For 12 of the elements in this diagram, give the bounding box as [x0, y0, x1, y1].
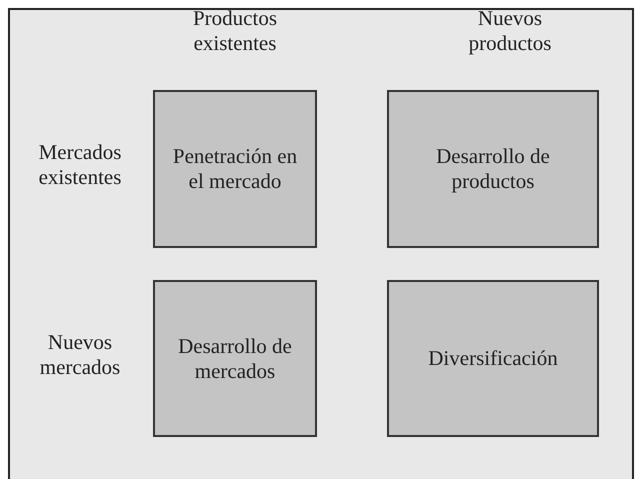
- strategy-label: Diversificación: [428, 346, 558, 371]
- strategy-label: Desarrollo de productos: [435, 144, 551, 194]
- strategy-box: [387, 90, 599, 248]
- strategy-label: Desarrollo de mercados: [177, 334, 293, 384]
- column-header: Nuevos productos: [468, 6, 552, 56]
- column-header: Productos existentes: [192, 6, 278, 56]
- row-header: Nuevos mercados: [38, 330, 122, 380]
- row-header: Mercados existentes: [38, 140, 122, 190]
- strategy-box: [153, 90, 317, 248]
- strategy-label: Penetración en el mercado: [172, 144, 298, 194]
- strategy-box: [387, 280, 599, 437]
- strategy-box: [153, 280, 317, 437]
